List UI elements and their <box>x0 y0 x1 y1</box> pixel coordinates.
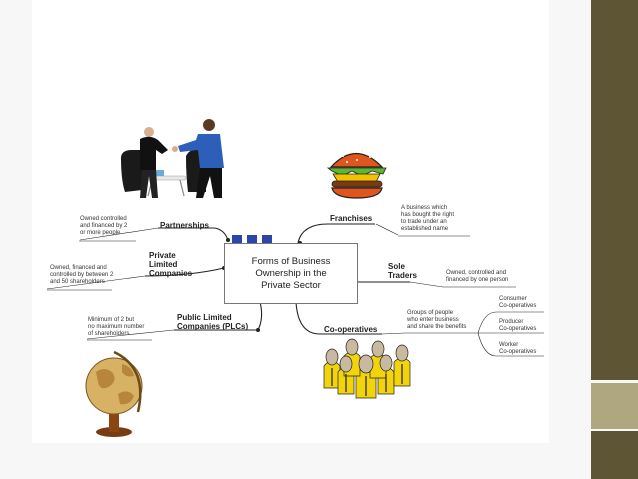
desc-line: Producer <box>499 319 524 325</box>
coop-type-producer: Producer Co-operatives <box>499 319 536 333</box>
branch-cooperatives-label: Co-operatives <box>324 325 378 334</box>
central-line-1: Forms of Business <box>251 255 331 267</box>
desc-line: and 50 shareholders <box>50 279 105 285</box>
label-line: Public Limited <box>177 313 232 322</box>
desc-line: to trade under an <box>401 219 447 225</box>
desc-line: Owned, financed and <box>50 265 107 271</box>
desc-line: controlled by between 2 <box>50 272 114 278</box>
desc-line: and financed by 2 <box>80 223 128 229</box>
sidebar-band-accent <box>591 383 638 429</box>
branch-sole-traders-label: Sole Traders <box>388 262 417 280</box>
label-line: Companies (PLCs) <box>177 322 249 331</box>
accent-squares <box>232 235 272 244</box>
desc-line: Co-operatives <box>499 326 537 332</box>
branch-plc-desc: Minimum of 2 but no maximum number of sh… <box>88 317 144 338</box>
desc-line: Owned, controlled and <box>446 270 507 276</box>
label-line: Traders <box>388 271 417 280</box>
central-node: Forms of Business Ownership in the Priva… <box>224 243 358 304</box>
desc-line: Worker <box>499 342 519 348</box>
label-line: Sole <box>388 262 405 271</box>
branch-partnerships-label: Partnerships <box>160 221 209 230</box>
desc-line: and share the benefits <box>407 324 467 330</box>
branch-plc-label: Public Limited Companies (PLCs) <box>177 313 248 331</box>
label-line: Limited <box>149 260 178 269</box>
desc-line: A business which <box>401 205 448 211</box>
desc-line: Co-operatives <box>499 349 537 355</box>
branch-sole-traders-desc: Owned, controlled and financed by one pe… <box>446 270 508 284</box>
desc-line: no maximum number <box>88 324 145 330</box>
desc-line: financed by one person <box>446 277 509 283</box>
branch-franchises-desc: A business which has bought the right to… <box>401 205 454 233</box>
branch-private-limited-label: Private Limited Companies <box>149 251 192 278</box>
label-line: Companies <box>149 269 193 278</box>
desc-line: Minimum of 2 but <box>88 317 135 323</box>
desc-line: Groups of people <box>407 310 454 316</box>
desc-line: or more people <box>80 230 121 236</box>
desc-line: has bought the right <box>401 212 455 218</box>
sidebar-band-bottom <box>591 431 638 479</box>
branch-partnerships-desc: Owned controlled and financed by 2 or mo… <box>80 216 127 237</box>
coop-type-worker: Worker Co-operatives <box>499 342 536 356</box>
central-line-3: Private Sector <box>261 279 321 291</box>
desc-line: who enter business <box>407 317 459 323</box>
desc-line: established name <box>401 226 449 232</box>
branch-private-limited-desc: Owned, financed and controlled by betwee… <box>50 265 113 286</box>
central-line-2: Ownership in the <box>255 267 327 279</box>
coop-type-consumer: Consumer Co-operatives <box>499 296 536 310</box>
desc-line: Co-operatives <box>499 303 537 309</box>
branch-cooperatives-desc: Groups of people who enter business and … <box>407 310 466 331</box>
sidebar-band-top <box>591 0 638 380</box>
desc-line: Owned controlled <box>80 216 127 222</box>
desc-line: Consumer <box>499 296 527 302</box>
label-line: Private <box>149 251 176 260</box>
branch-franchises-label: Franchises <box>330 214 373 223</box>
desc-line: of shareholders <box>88 331 130 337</box>
